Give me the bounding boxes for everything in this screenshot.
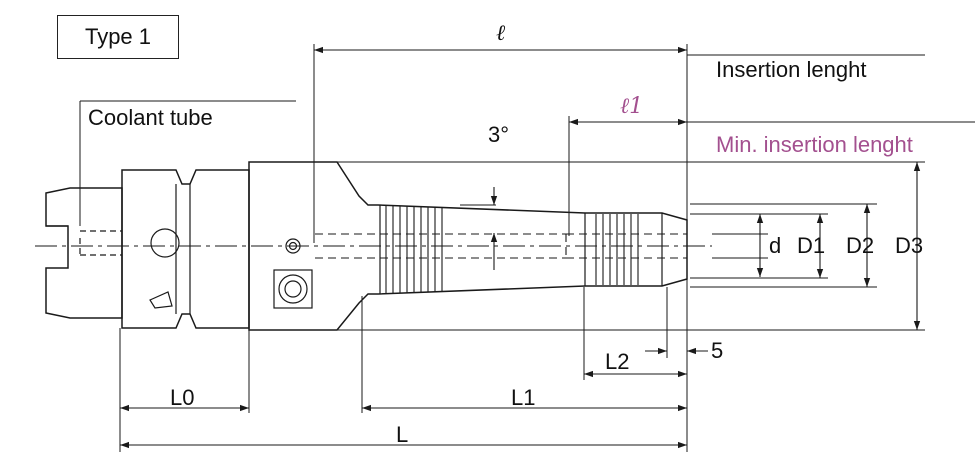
extension-lines bbox=[79, 44, 975, 452]
internal-details bbox=[46, 184, 663, 314]
hsk-shank bbox=[45, 187, 123, 319]
dim-L-label: L bbox=[396, 422, 409, 447]
dimension-lines bbox=[120, 46, 921, 449]
dim-ell1-label: ℓ1 bbox=[620, 94, 644, 119]
dim-L0-label: L0 bbox=[170, 385, 195, 410]
dim-L1-label: L1 bbox=[511, 385, 536, 410]
dim-L2-label: L2 bbox=[605, 349, 630, 374]
flange bbox=[121, 169, 250, 329]
dim-angle-label: 3° bbox=[488, 122, 510, 147]
hidden-bore-lines bbox=[315, 233, 687, 259]
insertion-length-label: Insertion lenght bbox=[716, 57, 867, 82]
dim-D3-label: D3 bbox=[895, 233, 924, 258]
min-insertion-length-label: Min. insertion lenght bbox=[716, 132, 913, 157]
dim-D1-label: D1 bbox=[797, 233, 826, 258]
dim-D2-label: D2 bbox=[846, 233, 875, 258]
coolant-tube-label: Coolant tube bbox=[88, 105, 213, 130]
type-label: Type 1 bbox=[84, 24, 152, 49]
type-label-box: Type 1 bbox=[57, 15, 179, 59]
dim-ell-label: ℓ bbox=[496, 21, 506, 46]
dim-d-label: d bbox=[769, 233, 782, 258]
dim-5-label: 5 bbox=[711, 338, 724, 363]
grip-ribs bbox=[385, 206, 639, 293]
